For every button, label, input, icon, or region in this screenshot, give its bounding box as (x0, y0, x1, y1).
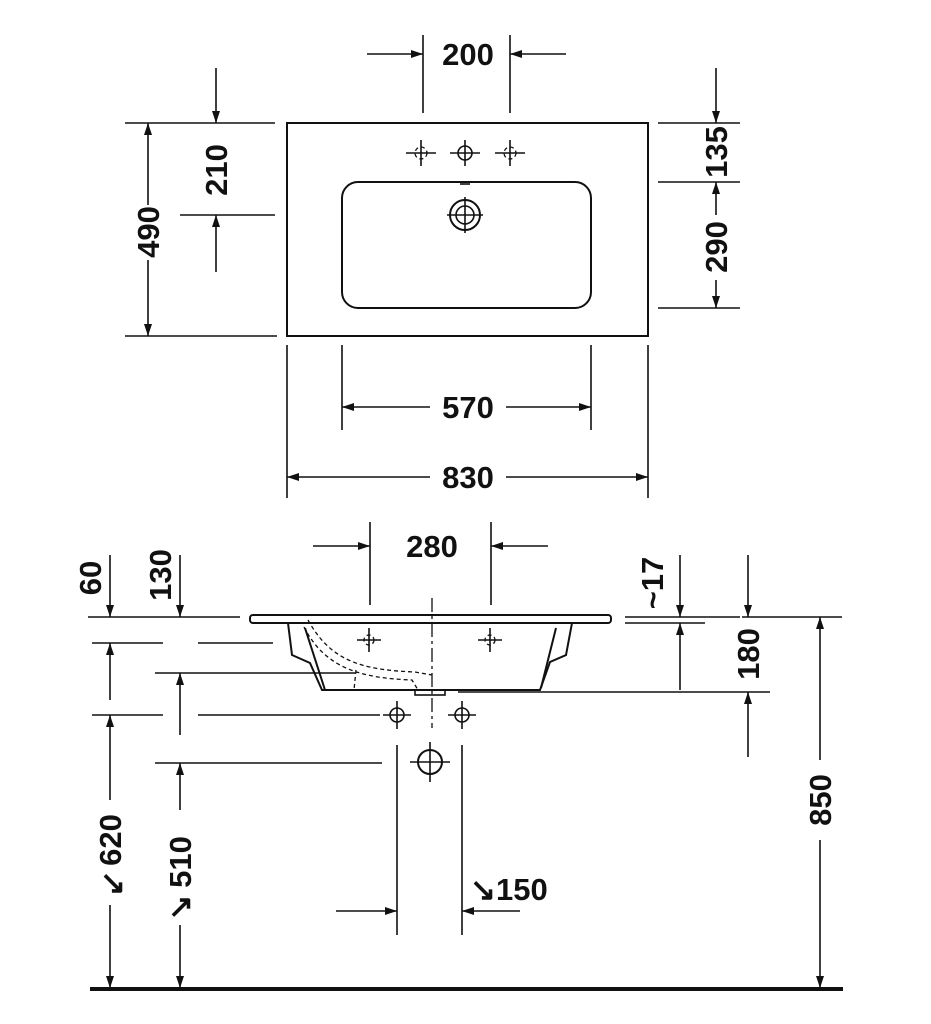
dim-200: 200 (442, 37, 494, 72)
top-view: 200 490 210 135 290 570 830 (125, 35, 740, 498)
basin-outline (286, 122, 649, 337)
dim-280: 280 (406, 529, 458, 564)
dim-830: 830 (442, 460, 494, 495)
countertop-rim (249, 614, 612, 624)
dim-135: 135 (699, 126, 734, 178)
drain-outlet (414, 689, 446, 696)
arrow-510-icon: ↗ (168, 889, 194, 924)
dim-490: 490 (131, 206, 166, 258)
dim-510: 510 (163, 836, 198, 888)
overflow-channel (303, 619, 433, 691)
dim-290: 290 (699, 221, 734, 273)
dim-570: 570 (442, 390, 494, 425)
dim-210: 210 (199, 144, 234, 196)
bowl-outline (341, 181, 592, 309)
drain-icon (447, 183, 483, 233)
supply-hole-icon (383, 701, 476, 729)
waste-hole-icon (410, 742, 450, 782)
arrow-620-icon: ↘ (100, 865, 126, 900)
dim-130: 130 (143, 549, 178, 601)
faucet-hole-icon (406, 140, 525, 166)
dim-850: 850 (803, 774, 838, 826)
dim-17: ~17 (635, 557, 670, 610)
bowl-profile (287, 622, 573, 691)
overflow-hole-icon (357, 628, 502, 652)
dim-150: ↘150 (470, 872, 548, 907)
dim-60: 60 (73, 561, 108, 595)
side-view: 280 60 620 ↘ 130 510 ↗ ↘150 ~17 180 850 (73, 522, 843, 991)
dim-180: 180 (731, 628, 766, 680)
dim-620: 620 (93, 814, 128, 866)
